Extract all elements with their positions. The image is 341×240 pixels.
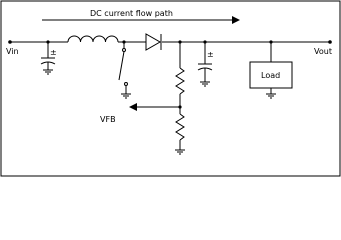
output-cap-polarity: ± <box>207 50 214 59</box>
current-flow-label: DC current flow path <box>90 9 173 18</box>
input-cap-polarity: ± <box>50 48 57 57</box>
input-capacitor <box>40 40 56 75</box>
vin-terminal <box>8 40 12 44</box>
load-label: Load <box>261 71 280 80</box>
feedback-divider <box>175 40 185 155</box>
upper-resistor <box>175 67 185 95</box>
inductor <box>67 35 119 43</box>
current-flow-arrow <box>42 16 240 24</box>
switch-node <box>118 40 131 99</box>
lower-resistor <box>175 113 185 141</box>
vin-label: Vin <box>6 47 19 56</box>
vfb-label: VFB <box>100 115 116 124</box>
vout-label: Vout <box>314 47 332 56</box>
vout-terminal <box>328 40 332 44</box>
vfb-arrow <box>129 103 180 111</box>
load-block <box>249 40 293 99</box>
diode <box>145 33 162 51</box>
output-capacitor <box>197 40 213 87</box>
boost-converter-schematic: DC current flow path Vin Vout ± <box>0 0 341 177</box>
